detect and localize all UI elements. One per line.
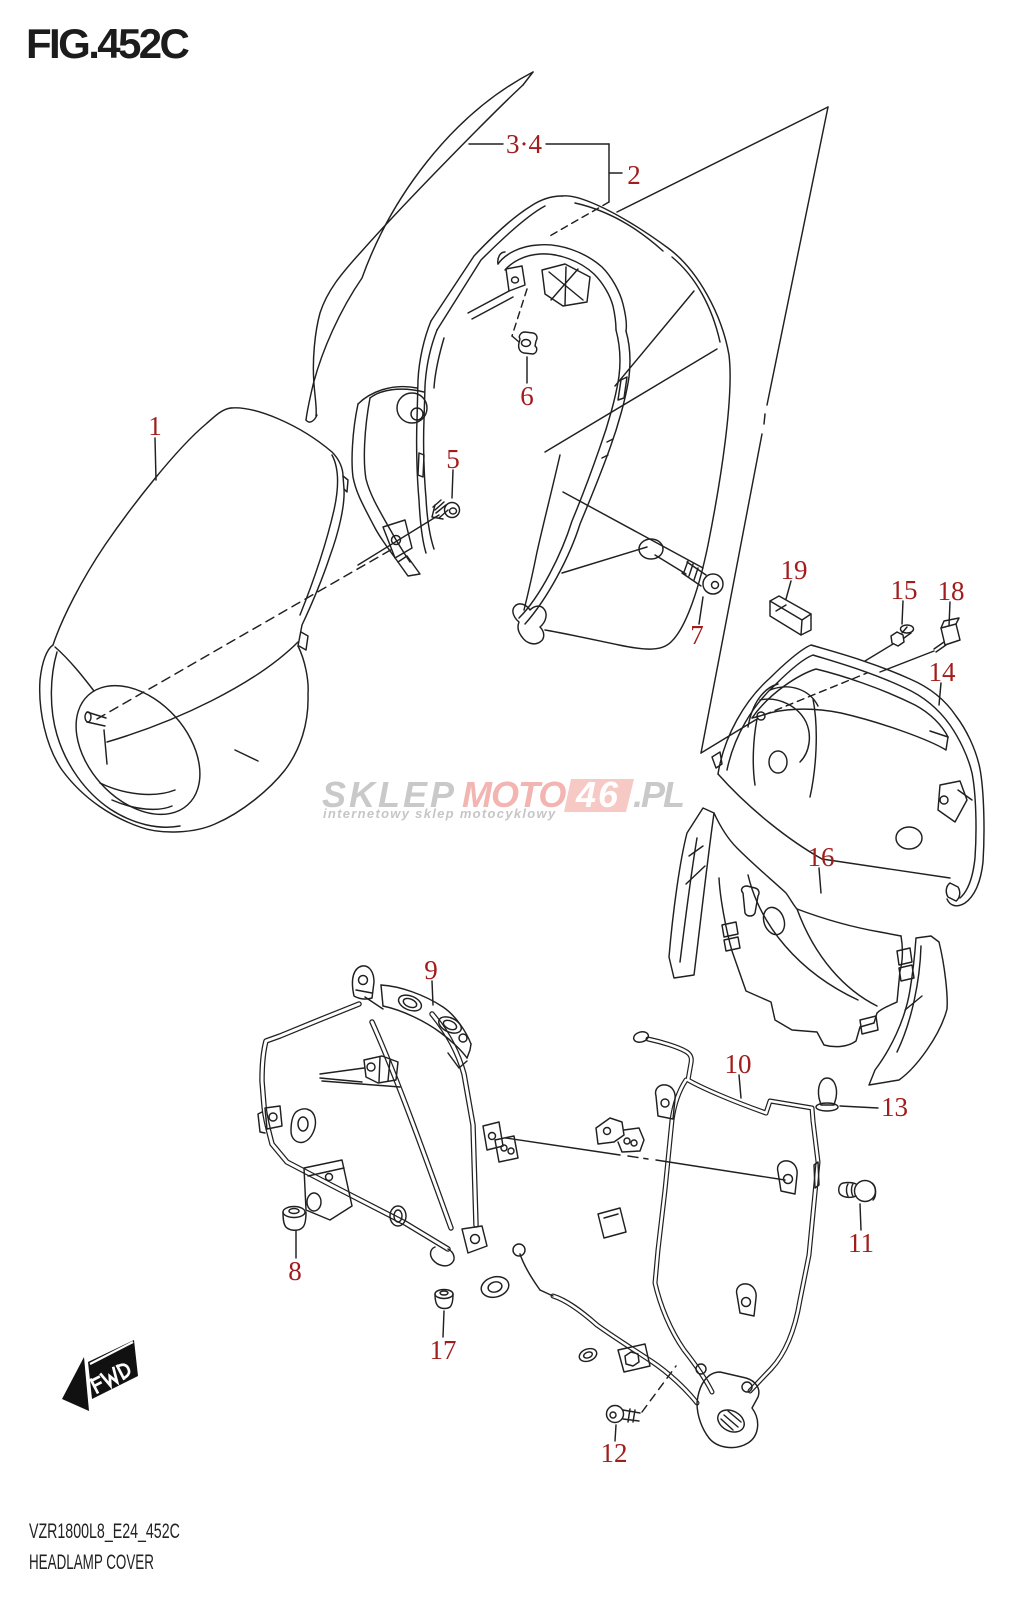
svg-text:15: 15 <box>891 575 918 605</box>
svg-text:SKLEP: SKLEP <box>322 774 457 815</box>
svg-text:18: 18 <box>938 576 965 606</box>
svg-text:14: 14 <box>929 657 957 687</box>
svg-text:3·4: 3·4 <box>506 129 542 159</box>
svg-text:10: 10 <box>725 1049 752 1079</box>
svg-text:9: 9 <box>424 955 438 985</box>
svg-text:8: 8 <box>288 1256 302 1286</box>
svg-text:FIG.452C: FIG.452C <box>26 20 190 67</box>
svg-text:16: 16 <box>808 842 835 872</box>
svg-text:.PL: .PL <box>633 774 683 815</box>
svg-text:HEADLAMP COVER: HEADLAMP COVER <box>29 1550 154 1574</box>
svg-text:VZR1800L8_E24_452C: VZR1800L8_E24_452C <box>29 1519 180 1544</box>
svg-text:11: 11 <box>848 1228 874 1258</box>
svg-text:17: 17 <box>430 1335 457 1365</box>
svg-text:6: 6 <box>520 381 534 411</box>
svg-text:13: 13 <box>881 1092 908 1122</box>
svg-text:19: 19 <box>781 555 808 585</box>
svg-text:12: 12 <box>601 1438 628 1468</box>
svg-text:7: 7 <box>690 620 704 650</box>
svg-text:1: 1 <box>148 411 162 441</box>
svg-text:5: 5 <box>446 444 460 474</box>
svg-text:2: 2 <box>627 160 641 190</box>
svg-text:internetowy sklep motocyklowy: internetowy sklep motocyklowy <box>323 806 556 821</box>
svg-text:MOTO: MOTO <box>462 774 566 815</box>
svg-text:46: 46 <box>575 774 620 815</box>
